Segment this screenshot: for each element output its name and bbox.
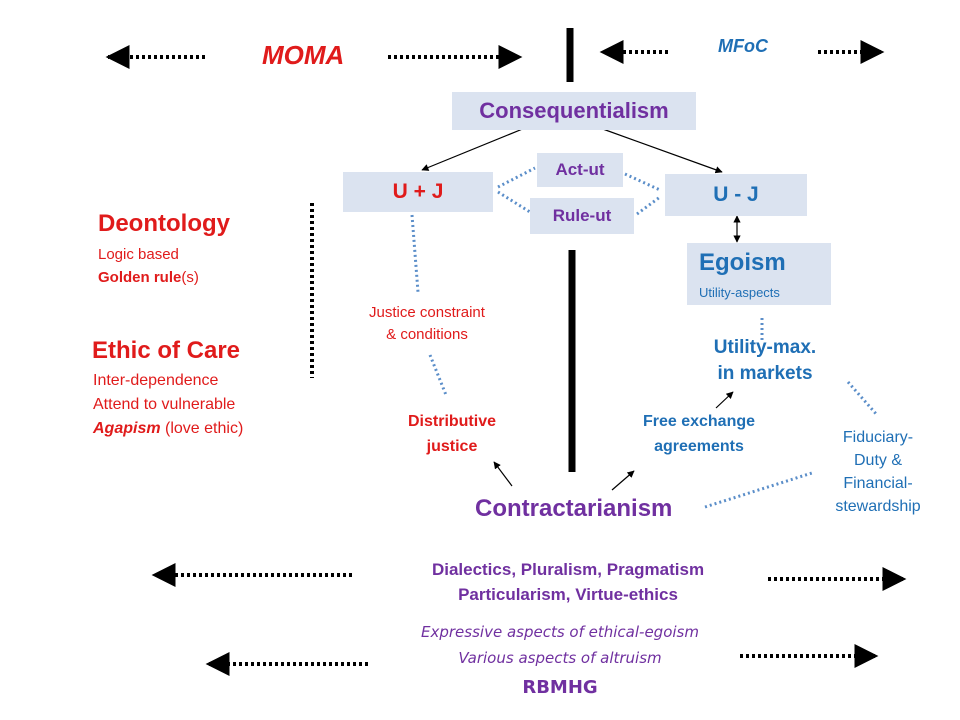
agapism-text: Agapism	[93, 420, 161, 437]
arrow-to-utility-max	[715, 391, 734, 409]
golden-rule-suffix: (s)	[181, 269, 199, 286]
link-act-ujm	[624, 172, 661, 192]
contractarianism-label: Contractarianism	[475, 495, 673, 522]
ethic-of-care-line3: Agapism (love ethic)	[93, 420, 243, 438]
arrow-to-u-plus-j	[421, 127, 526, 171]
moma-label: MOMA	[262, 40, 345, 70]
fiduciary-line3: Financial-	[843, 475, 913, 492]
distributive-justice-line2: justice	[426, 438, 478, 455]
bottom-line3: Expressive aspects of ethical-egoism	[421, 623, 699, 641]
bottom-line4: Various aspects of altruism	[458, 649, 662, 667]
bottom-line5: RBMHG	[522, 677, 598, 698]
arrow-to-distributive	[493, 461, 513, 487]
rule-ut-box: Rule-ut	[530, 198, 634, 234]
fiduciary-label: Fiduciary- Duty & Financial- stewardship	[808, 426, 948, 518]
u-minus-j-box: U - J	[665, 174, 807, 216]
arrow-to-free-exchange	[611, 470, 635, 491]
bottom-line2: Particularism, Virtue-ethics	[458, 585, 678, 604]
egoism-box: Egoism Utility-aspects	[687, 243, 831, 305]
deontology-line1: Logic based	[98, 246, 179, 263]
link-contract-fiduciary	[704, 471, 813, 509]
utility-max-label: Utility-max. in markets	[682, 335, 848, 387]
link-uj-justice	[410, 214, 420, 293]
act-ut-box: Act-ut	[537, 153, 623, 187]
ethic-of-care-title: Ethic of Care	[92, 337, 241, 364]
egoism-subtitle: Utility-aspects	[699, 285, 780, 300]
bottom-line1: Dialectics, Pluralism, Pragmatism	[431, 560, 705, 579]
free-exchange-line1: Free exchange	[642, 413, 756, 430]
fiduciary-line1: Fiduciary-	[842, 429, 914, 446]
consequentialism-box: Consequentialism	[452, 92, 696, 130]
link-uj-rule	[497, 190, 531, 214]
free-exchange-line2: agreements	[654, 438, 744, 455]
justice-constraint-line2: & conditions	[386, 326, 468, 343]
deontology-line2: Golden rule(s)	[98, 269, 199, 286]
free-exchange-label: Free exchange agreements	[614, 409, 784, 459]
utility-max-line2: in markets	[717, 363, 813, 384]
link-justice-distributive	[428, 354, 448, 396]
golden-rule-text: Golden rule	[98, 269, 182, 286]
u-plus-j-box: U + J	[343, 172, 493, 212]
utility-max-line1: Utility-max.	[713, 337, 817, 358]
deontology-title: Deontology	[98, 210, 230, 237]
ethic-of-care-line2: Attend to vulnerable	[93, 396, 236, 413]
link-uj-act	[497, 166, 536, 189]
justice-constraint-line1: Justice constraint	[369, 304, 485, 321]
fiduciary-line2: Duty &	[853, 452, 902, 469]
distributive-justice-label: Distributive justice	[384, 409, 520, 459]
justice-constraint-label: Justice constraint & conditions	[332, 302, 522, 346]
mfoc-label: MFoC	[718, 36, 768, 56]
fiduciary-line4: stewardship	[835, 498, 921, 515]
distributive-justice-line1: Distributive	[407, 413, 496, 430]
link-rule-ujm	[636, 195, 661, 216]
arrow-to-u-minus-j	[599, 127, 723, 174]
ethic-of-care-line1: Inter-dependence	[93, 372, 219, 389]
agapism-suffix: (love ethic)	[160, 420, 244, 437]
egoism-title: Egoism	[699, 249, 786, 276]
link-utility-fiduciary	[846, 381, 879, 416]
